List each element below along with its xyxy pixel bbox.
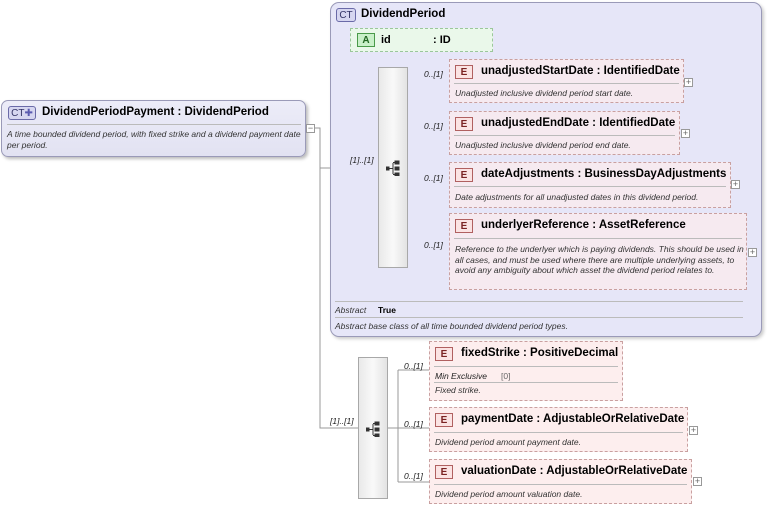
element-icon: E [435,413,453,427]
occurrence-valuation-date: 0..[1] [404,471,423,481]
element-separator [454,83,679,84]
facet-value: [0] [501,371,511,381]
sequence-occurrence-extension: [1]..[1] [330,416,354,426]
element-description: Dividend period amount valuation date. [435,489,583,499]
abstract-label: Abstract [335,305,367,315]
expand-payment-date-icon[interactable]: + [689,425,698,435]
attribute-icon: A [357,33,375,47]
attribute-type: : ID [433,34,451,46]
element-title: fixedStrike : PositiveDecimal [461,347,619,359]
facet-label: Min Exclusive [435,371,487,381]
ct-icon: CT [336,8,356,22]
element-separator [434,366,618,367]
occurrence-fixed-strike: 0..[1] [404,361,423,371]
element-fixed-strike[interactable]: E fixedStrike : PositiveDecimal Min Excl… [429,341,623,401]
occurrence-underlyer-reference: 0..[1] [424,240,443,250]
element-unadjusted-end-date[interactable]: E unadjustedEndDate : IdentifiedDate Una… [449,111,680,155]
element-icon: E [435,465,453,479]
expand-date-adjustments-icon[interactable]: + [731,179,740,189]
element-payment-date[interactable]: E paymentDate : AdjustableOrRelativeDate… [429,407,688,452]
element-description: Date adjustments for all unadjusted date… [455,192,699,202]
ct-extension-icon: CT✚ [8,106,36,120]
element-separator [454,135,675,136]
sequence-occurrence-base: [1]..[1] [350,155,374,165]
element-separator [454,238,742,239]
base-separator-bottom [335,317,743,318]
attribute-name: id [381,34,391,46]
element-description: Reference to the underlyer which is payi… [455,244,744,275]
element-title: unadjustedEndDate : IdentifiedDate [481,117,676,129]
expand-unadjusted-end-icon[interactable]: + [681,128,690,138]
sequence-compositor-base[interactable] [378,67,408,268]
element-title: underlyerReference : AssetReference [481,219,686,231]
element-icon: E [455,117,473,131]
root-title: DividendPeriodPayment : DividendPeriod [42,106,269,118]
element-title: dateAdjustments : BusinessDayAdjustments [481,168,727,180]
element-description: Unadjusted inclusive dividend period end… [455,140,631,150]
element-description: Unadjusted inclusive dividend period sta… [455,88,634,98]
expand-underlyer-reference-icon[interactable]: + [748,247,757,257]
sequence-icon [366,421,380,437]
attribute-id[interactable]: A id : ID [350,28,493,52]
expand-unadjusted-start-icon[interactable]: + [684,77,693,87]
element-title: paymentDate : AdjustableOrRelativeDate [461,413,685,425]
element-separator [454,186,726,187]
occurrence-date-adjustments: 0..[1] [424,173,443,183]
sequence-icon [386,160,400,176]
abstract-value: True [378,305,396,315]
base-description: Abstract base class of all time bounded … [335,321,568,331]
collapse-root-icon[interactable]: − [306,123,315,133]
element-valuation-date[interactable]: E valuationDate : AdjustableOrRelativeDa… [429,459,692,504]
element-icon: E [455,219,473,233]
element-title: valuationDate : AdjustableOrRelativeDate [461,465,688,477]
occurrence-unadjusted-start: 0..[1] [424,69,443,79]
expand-valuation-date-icon[interactable]: + [693,476,702,486]
element-title: unadjustedStartDate : IdentifiedDate [481,65,680,77]
base-title: DividendPeriod [361,8,446,20]
base-separator-top [335,301,743,302]
element-icon: E [455,168,473,182]
root-complex-type[interactable]: CT✚ DividendPeriodPayment : DividendPeri… [1,100,306,157]
element-unadjusted-start-date[interactable]: E unadjustedStartDate : IdentifiedDate U… [449,59,684,103]
element-icon: E [455,65,473,79]
element-underlyer-reference[interactable]: E underlyerReference : AssetReference Re… [449,213,747,290]
root-description: A time bounded dividend period, with fix… [7,129,301,150]
root-separator [7,124,301,125]
element-icon: E [435,347,453,361]
element-separator [434,382,618,383]
element-description: Dividend period amount payment date. [435,437,582,447]
occurrence-unadjusted-end: 0..[1] [424,121,443,131]
element-date-adjustments[interactable]: E dateAdjustments : BusinessDayAdjustmen… [449,162,731,208]
sequence-compositor-extension[interactable] [358,357,388,499]
element-separator [434,484,687,485]
occurrence-payment-date: 0..[1] [404,419,423,429]
element-separator [434,432,683,433]
element-description: Fixed strike. [435,385,481,395]
